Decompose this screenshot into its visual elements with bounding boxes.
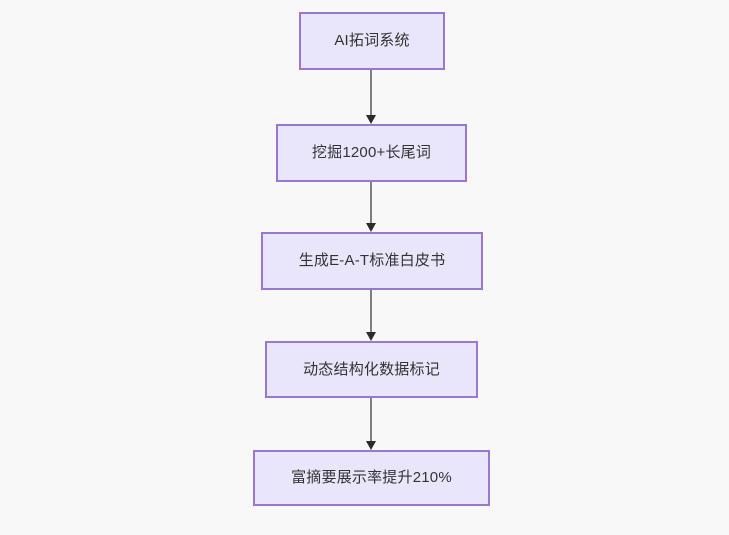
flowchart-node-n5[interactable]: 富摘要展示率提升210% (253, 450, 490, 506)
node-label: 挖掘1200+长尾词 (311, 144, 432, 162)
flowchart-node-n2[interactable]: 挖掘1200+长尾词 (276, 124, 467, 182)
arrowhead-icon (366, 441, 376, 450)
edge-line (370, 290, 372, 333)
flowchart-node-n3[interactable]: 生成E-A-T标准白皮书 (261, 232, 483, 290)
edge-n3-n4 (364, 290, 378, 341)
node-label: 生成E-A-T标准白皮书 (298, 252, 446, 270)
edge-n1-n2 (364, 70, 378, 124)
node-label: AI拓词系统 (334, 32, 410, 50)
edge-n2-n3 (364, 182, 378, 232)
edge-n4-n5 (364, 398, 378, 450)
node-label: 动态结构化数据标记 (303, 360, 440, 378)
edge-line (370, 182, 372, 224)
edge-line (370, 398, 372, 442)
edge-line (370, 70, 372, 116)
arrowhead-icon (366, 332, 376, 341)
flowchart-node-n4[interactable]: 动态结构化数据标记 (265, 341, 478, 398)
node-label: 富摘要展示率提升210% (291, 469, 452, 487)
arrowhead-icon (366, 223, 376, 232)
arrowhead-icon (366, 115, 376, 124)
flowchart-node-n1[interactable]: AI拓词系统 (299, 12, 445, 70)
